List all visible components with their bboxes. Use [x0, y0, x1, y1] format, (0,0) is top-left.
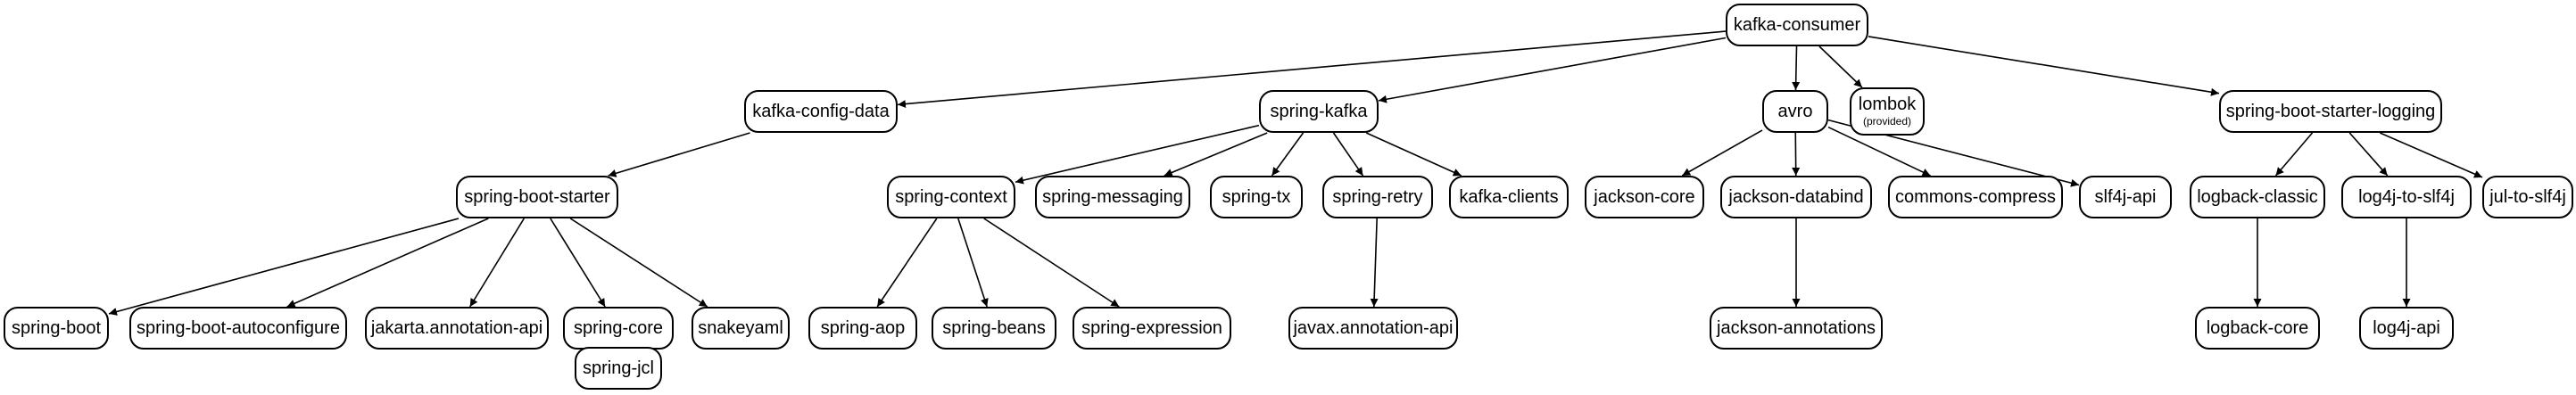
node-spring-boot-starter-logging: spring-boot-starter-logging	[2219, 90, 2442, 133]
edge-spring_boot_starter_logging-to-log4j_to_slf4j	[2348, 132, 2389, 177]
edge-spring_kafka-to-kafka_clients	[1365, 132, 1462, 177]
edge-spring_boot_starter_logging-to-jul_to_slf4j	[2379, 132, 2483, 178]
node-label: spring-core	[573, 318, 664, 338]
node-kafka-config-data: kafka-config-data	[744, 90, 898, 133]
node-label: spring-aop	[820, 318, 906, 338]
edge-kafka_consumer-to-avro	[1792, 45, 1801, 91]
node-avro: avro	[1762, 90, 1828, 133]
node-label: kafka-config-data	[752, 102, 890, 121]
node-spring-beans: spring-beans	[932, 307, 1056, 350]
node-label: spring-boot-starter	[464, 187, 610, 207]
node-label: spring-messaging	[1042, 187, 1183, 207]
edge-avro-to-commons_compress	[1827, 126, 1931, 177]
node-label: spring-boot	[11, 318, 102, 338]
node-snakeyaml: snakeyaml	[692, 307, 790, 350]
node-spring-aop: spring-aop	[808, 307, 917, 350]
node-spring-tx: spring-tx	[1210, 176, 1303, 218]
edge-kafka_consumer-to-kafka_config_data	[897, 30, 1727, 109]
node-spring-jcl: spring-jcl	[575, 347, 662, 390]
edge-spring_boot_starter_logging-to-logback_classic	[2274, 132, 2314, 177]
node-label: spring-kafka	[1270, 102, 1368, 121]
node-logback-classic: logback-classic	[2190, 176, 2325, 218]
node-logback-core: logback-core	[2195, 307, 2320, 350]
node-label: spring-context	[895, 187, 1007, 207]
edge-spring_kafka-to-spring_context	[1015, 124, 1260, 185]
node-spring-messaging: spring-messaging	[1035, 176, 1190, 218]
node-label: snakeyaml	[698, 318, 783, 338]
edge-kafka_consumer-to-lombok	[1818, 45, 1863, 88]
node-spring-kafka: spring-kafka	[1259, 90, 1379, 133]
node-label: spring-jcl	[582, 358, 655, 378]
edge-spring_boot_starter-to-spring_boot_autoconfigure	[286, 218, 489, 308]
node-label: jul-to-slf4j	[2489, 187, 2566, 207]
edge-spring_kafka-to-spring_tx	[1271, 132, 1305, 177]
node-label: spring-expression	[1081, 318, 1222, 338]
edge-spring_kafka-to-spring_messaging	[1164, 132, 1268, 177]
node-kafka-consumer: kafka-consumer	[1726, 4, 1868, 46]
edge-kafka_consumer-to-spring_boot_starter_logging	[1868, 36, 2220, 96]
node-label: log4j-to-slf4j	[2358, 187, 2455, 207]
node-label: spring-retry	[1332, 187, 1423, 207]
node-label: log4j-api	[2373, 318, 2440, 338]
edge-spring_boot_starter-to-spring_boot	[108, 218, 460, 316]
edge-spring_context-to-spring_aop	[876, 218, 938, 308]
node-label: spring-tx	[1222, 187, 1291, 207]
node-commons-compress: commons-compress	[1888, 176, 2063, 218]
node-label: commons-compress	[1894, 187, 2057, 207]
node-spring-retry: spring-retry	[1322, 176, 1433, 218]
edge-spring_boot_starter-to-snakeyaml	[569, 218, 708, 308]
node-label: spring-boot-autoconfigure	[137, 318, 340, 338]
node-spring-expression: spring-expression	[1073, 307, 1231, 350]
node-label: avro	[1777, 102, 1813, 121]
node-label: jackson-annotations	[1717, 318, 1876, 338]
node-label: slf4j-api	[2094, 187, 2157, 207]
edge-spring_context-to-spring_beans	[957, 218, 989, 308]
node-kafka-clients: kafka-clients	[1449, 176, 1569, 218]
edge-avro-to-jackson_databind	[1792, 132, 1801, 177]
node-label: lombok	[1858, 95, 1917, 115]
edge-avro-to-jackson_core	[1681, 129, 1763, 177]
node-log4j-api: log4j-api	[2359, 307, 2454, 350]
node-jackson-databind: jackson-databind	[1720, 176, 1872, 218]
edge-spring_boot_starter-to-jakarta_annotation_api	[469, 218, 525, 308]
edge-spring_retry-to-javax_annotation_api	[1370, 218, 1379, 308]
node-jackson-core: jackson-core	[1585, 176, 1704, 218]
node-label: jackson-core	[1594, 187, 1695, 207]
node-javax-annotation-api: javax.annotation-api	[1288, 307, 1458, 350]
node-lombok: lombok(provided)	[1850, 87, 1925, 136]
node-label: logback-core	[2206, 318, 2309, 338]
node-log4j-to-slf4j: log4j-to-slf4j	[2341, 176, 2472, 218]
node-label: spring-boot-starter-logging	[2225, 102, 2436, 121]
edge-kafka_config_data-to-spring_boot_starter	[608, 132, 750, 177]
node-jackson-annotations: jackson-annotations	[1710, 307, 1883, 350]
node-jul-to-slf4j: jul-to-slf4j	[2482, 176, 2573, 218]
node-jakarta-annotation-api: jakarta.annotation-api	[365, 307, 549, 350]
node-label: kafka-clients	[1459, 187, 1559, 207]
node-label: logback-classic	[2197, 187, 2318, 207]
node-label: jakarta.annotation-api	[370, 318, 543, 338]
node-label: javax.annotation-api	[1293, 318, 1454, 338]
edge-spring_context-to-spring_expression	[983, 218, 1120, 308]
node-scope-label: (provided)	[1862, 115, 1912, 128]
node-spring-core: spring-core	[563, 307, 674, 350]
node-spring-context: spring-context	[887, 176, 1015, 218]
node-slf4j-api: slf4j-api	[2079, 176, 2172, 218]
node-label: spring-beans	[942, 318, 1046, 338]
edge-spring_boot_starter-to-spring_core	[550, 218, 606, 308]
node-label: kafka-consumer	[1733, 15, 1861, 35]
edge-kafka_consumer-to-spring_kafka	[1378, 37, 1727, 103]
edge-spring_kafka-to-spring_retry	[1332, 132, 1364, 177]
node-label: jackson-databind	[1728, 187, 1864, 207]
node-spring-boot: spring-boot	[4, 307, 109, 350]
node-spring-boot-autoconfigure: spring-boot-autoconfigure	[129, 307, 347, 350]
node-spring-boot-starter: spring-boot-starter	[456, 176, 618, 218]
